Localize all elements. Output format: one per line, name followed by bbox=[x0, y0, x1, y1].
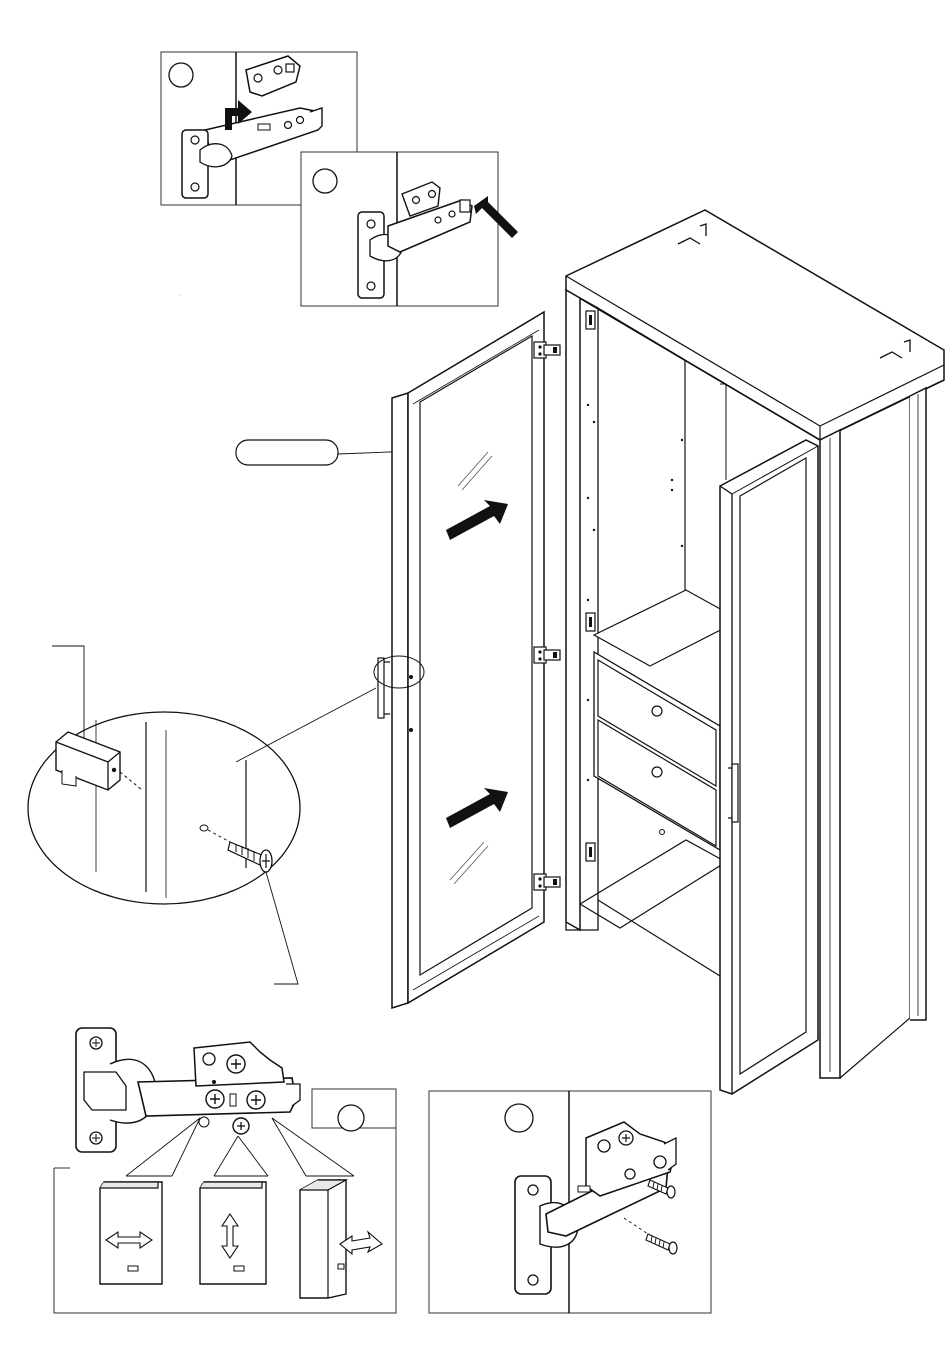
step-circle-1 bbox=[169, 63, 193, 87]
handle-detail-callout bbox=[28, 646, 376, 984]
step-circle-3 bbox=[338, 1105, 364, 1131]
hinge-push-in-panel bbox=[301, 152, 518, 306]
glass-door-left bbox=[374, 312, 560, 1008]
drawer-knob bbox=[652, 706, 662, 716]
drawer-knob bbox=[652, 767, 662, 777]
small-dot: . bbox=[180, 292, 182, 298]
drawer-unit bbox=[594, 652, 720, 850]
step-circle-4 bbox=[505, 1104, 533, 1132]
hinge-adjust-panel bbox=[54, 1028, 396, 1313]
door-handle bbox=[378, 658, 390, 718]
hinge-large bbox=[76, 1028, 300, 1152]
step-circle-2 bbox=[313, 169, 337, 193]
horizontal-adjust-block bbox=[100, 1182, 162, 1284]
hinge-screw-panel bbox=[429, 1091, 711, 1313]
depth-adjust-block bbox=[300, 1180, 382, 1298]
glass-door-right bbox=[720, 440, 818, 1094]
vertical-adjust-block bbox=[200, 1182, 266, 1284]
